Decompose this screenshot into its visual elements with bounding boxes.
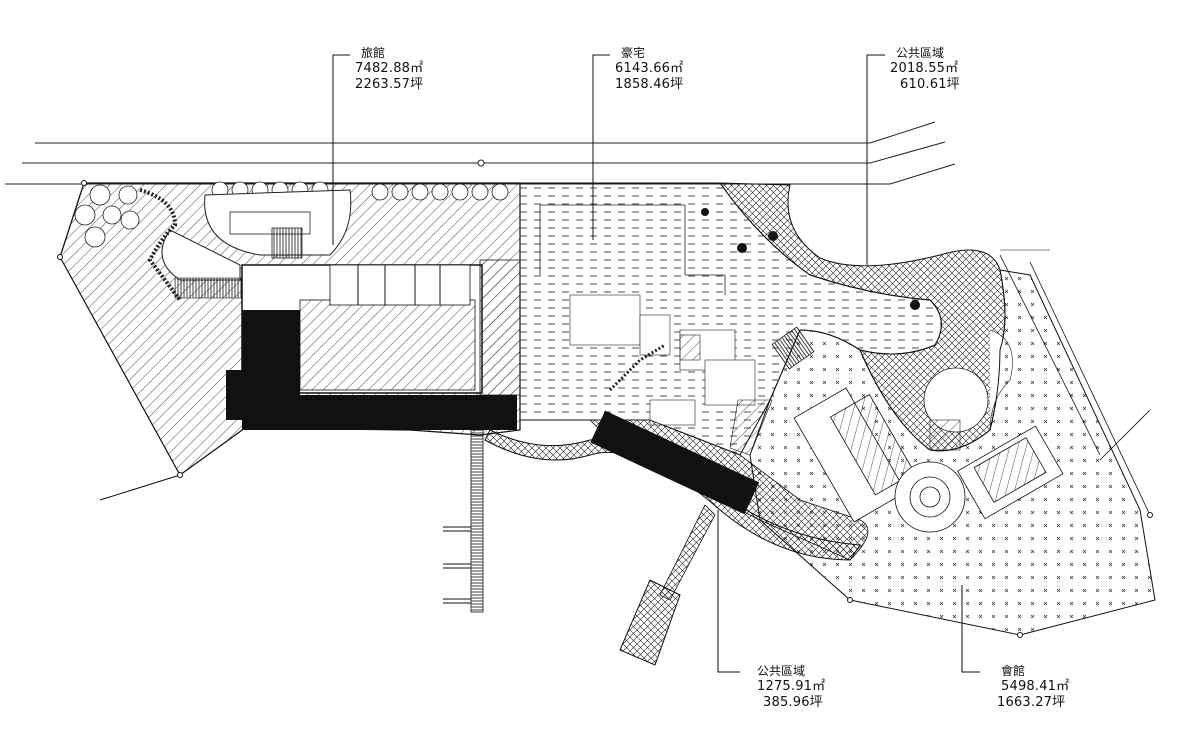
public-north-area: 2018.55㎡ [890, 61, 959, 76]
pier [443, 429, 484, 613]
villa-ping: 1858.46坪 [615, 77, 684, 93]
clubhouse-ping: 1663.27坪 [997, 695, 1066, 711]
public-south-area: 1275.91㎡ [757, 679, 826, 694]
clubhouse-label: 會館 5498.41㎡ 1663.27坪 [985, 664, 1069, 712]
public-north-name: 公共區域 [896, 46, 945, 60]
public-north-label: 公共區域 2018.55㎡ 610.61坪 [890, 46, 960, 94]
hotel-zone [59, 181, 521, 476]
villa-zone [519, 182, 942, 456]
clubhouse-area: 5498.41㎡ [1001, 679, 1070, 694]
public-south-name: 公共區域 [757, 664, 806, 678]
public-south-label: 公共區域 1275.91㎡ 385.96坪 [745, 664, 825, 712]
villa-label: 豪宅 6143.66㎡ 1858.46坪 [615, 46, 683, 94]
road-lines [5, 121, 956, 185]
site-boundary [57, 180, 1153, 638]
clubhouse-zone [749, 249, 1156, 636]
clubhouse-name: 會館 [1001, 664, 1026, 678]
leader-lines [332, 54, 980, 673]
public-south-ping: 385.96坪 [763, 695, 823, 711]
villa-area: 6143.66㎡ [615, 61, 684, 76]
public-north-ping: 610.61坪 [900, 77, 960, 93]
hotel-label: 旅館 7482.88㎡ 2263.57坪 [355, 46, 423, 94]
villa-name: 豪宅 [621, 46, 646, 60]
hotel-area: 7482.88㎡ [355, 61, 424, 76]
hotel-ping: 2263.57坪 [355, 77, 424, 93]
hotel-name: 旅館 [361, 46, 386, 60]
